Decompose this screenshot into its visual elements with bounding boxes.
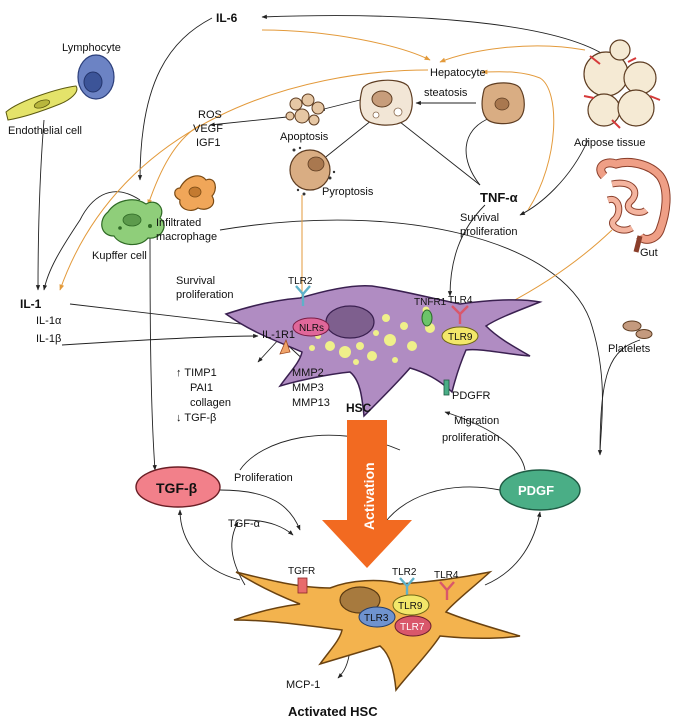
endothelial-cell-label: Endothelial cell xyxy=(8,125,82,137)
activated-hsc-label: Activated HSC xyxy=(288,704,378,719)
tlr2-bottom-label: TLR2 xyxy=(392,567,417,578)
tlr4-receptor-bottom xyxy=(439,581,455,600)
hsc-label: HSC xyxy=(346,401,372,415)
mmp13-label: MMP13 xyxy=(292,397,330,409)
infiltrated-label: Infiltrated xyxy=(156,217,201,229)
tlr9-top-label: TLR9 xyxy=(448,332,473,343)
tgfb-oval xyxy=(135,466,221,508)
hepatocyte-label: Hepatocyte xyxy=(430,67,486,79)
collagen-label: collagen xyxy=(190,397,231,409)
pyroptosis-label: Pyroptosis xyxy=(322,186,374,198)
tlr4-receptor-top xyxy=(451,305,469,324)
macrophage-label: macrophage xyxy=(156,231,217,243)
adipose-tissue-icon xyxy=(583,39,661,129)
tlr9-oval-top xyxy=(441,326,479,346)
tlr7-label: TLR7 xyxy=(400,622,425,633)
tlr3-label: TLR3 xyxy=(364,613,389,624)
nlrs-label: NLRs xyxy=(299,323,324,334)
gut-label: Gut xyxy=(640,247,658,259)
tnf-proliferation-label: proliferation xyxy=(460,226,517,238)
pyroptosis-icon xyxy=(289,146,336,196)
tlr2-receptor-top xyxy=(295,285,311,306)
apoptosis-icon xyxy=(285,93,325,126)
macrophage-icon xyxy=(174,175,216,212)
igf1-label: IGF1 xyxy=(196,137,220,149)
tlr4-top-label: TLR4 xyxy=(448,295,473,306)
endothelial-cell-icon xyxy=(5,85,78,121)
platelets-label: Platelets xyxy=(608,343,651,355)
ros-label: ROS xyxy=(198,109,222,121)
il1r1-label: IL-1R1 xyxy=(262,329,295,341)
tnfr1-receptor xyxy=(421,309,433,327)
migration-label: Migration xyxy=(454,415,499,427)
pdgfr-receptor xyxy=(443,379,450,396)
migration-proliferation-label: proliferation xyxy=(442,432,499,444)
vegf-label: VEGF xyxy=(193,123,223,135)
il1r1-receptor xyxy=(279,338,291,355)
gut-icon xyxy=(596,158,671,253)
il6-label: IL-6 xyxy=(216,11,238,25)
pdgf-oval xyxy=(499,469,581,511)
tlr3-oval xyxy=(358,606,396,628)
il1-label: IL-1 xyxy=(20,297,42,311)
hepatocyte-icon xyxy=(359,79,413,126)
lymphocyte-icon xyxy=(77,54,115,100)
tgfa-label: TGF-α xyxy=(228,518,261,530)
il1-proliferation-label: proliferation xyxy=(176,289,233,301)
black-arrows xyxy=(35,14,641,679)
kupffer-cell-icon xyxy=(101,199,165,246)
mmp2-label: MMP2 xyxy=(292,367,324,379)
tlr2-top-label: TLR2 xyxy=(288,276,313,287)
kupffer-cell-label: Kupffer cell xyxy=(92,250,147,262)
adipose-tissue-label: Adipose tissue xyxy=(574,137,646,149)
il1-beta-label: IL-1β xyxy=(36,333,61,345)
tlr9-oval-bottom xyxy=(392,594,430,616)
il1-survival-label: Survival xyxy=(176,275,215,287)
activation-label: Activation xyxy=(361,462,377,530)
tnfr1-label: TNFR1 xyxy=(414,297,447,308)
orange-arrows xyxy=(59,29,613,323)
pdgfr-label: PDGFR xyxy=(452,390,491,402)
hsc-cell xyxy=(224,284,543,418)
lymphocyte-label: Lymphocyte xyxy=(62,42,121,54)
tlr7-oval xyxy=(394,615,432,637)
pai1-label: PAI1 xyxy=(190,382,213,394)
tgfb-label: TGF-β xyxy=(156,480,198,496)
activation-arrow xyxy=(322,420,412,568)
tnf-survival-label: Survival xyxy=(460,212,499,224)
tnf-alpha-label: TNF-α xyxy=(480,190,518,205)
nlrs-oval xyxy=(292,317,330,337)
hepatocyte-normal-icon xyxy=(481,82,525,125)
il1-alpha-label: IL-1α xyxy=(36,315,62,327)
apoptosis-label: Apoptosis xyxy=(280,131,329,143)
tgfb-down-label: ↓ TGF-β xyxy=(176,412,216,424)
tgfr-label: TGFR xyxy=(288,566,315,577)
tlr9-bottom-label: TLR9 xyxy=(398,601,423,612)
tgfr-receptor xyxy=(297,577,308,594)
pdgf-label: PDGF xyxy=(518,483,554,498)
mmp3-label: MMP3 xyxy=(292,382,324,394)
platelets-icon xyxy=(622,320,653,339)
tlr4-bottom-label: TLR4 xyxy=(434,570,459,581)
timp1-label: ↑ TIMP1 xyxy=(176,367,217,379)
steatosis-label: steatosis xyxy=(424,87,468,99)
proliferation-label: Proliferation xyxy=(234,472,293,484)
activated-hsc-cell xyxy=(233,570,521,692)
mcp1-label: MCP-1 xyxy=(286,679,320,691)
tlr2-receptor-bottom xyxy=(399,577,415,596)
